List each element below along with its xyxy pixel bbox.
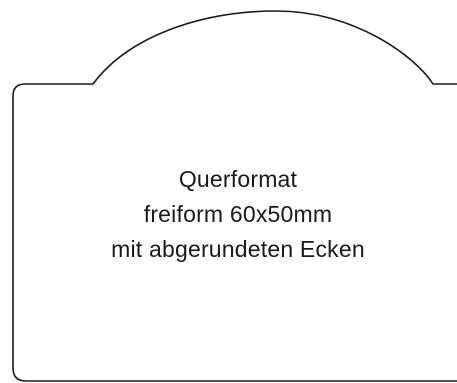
format-title: Querformat (178, 166, 298, 192)
format-size: freiform 60x50mm (143, 201, 333, 227)
outline-path (12, 10, 457, 382)
format-corners: mit abgerundeten Ecken (111, 236, 365, 262)
label-description: Querformat freiform 60x50mm mit abgerund… (0, 162, 457, 267)
